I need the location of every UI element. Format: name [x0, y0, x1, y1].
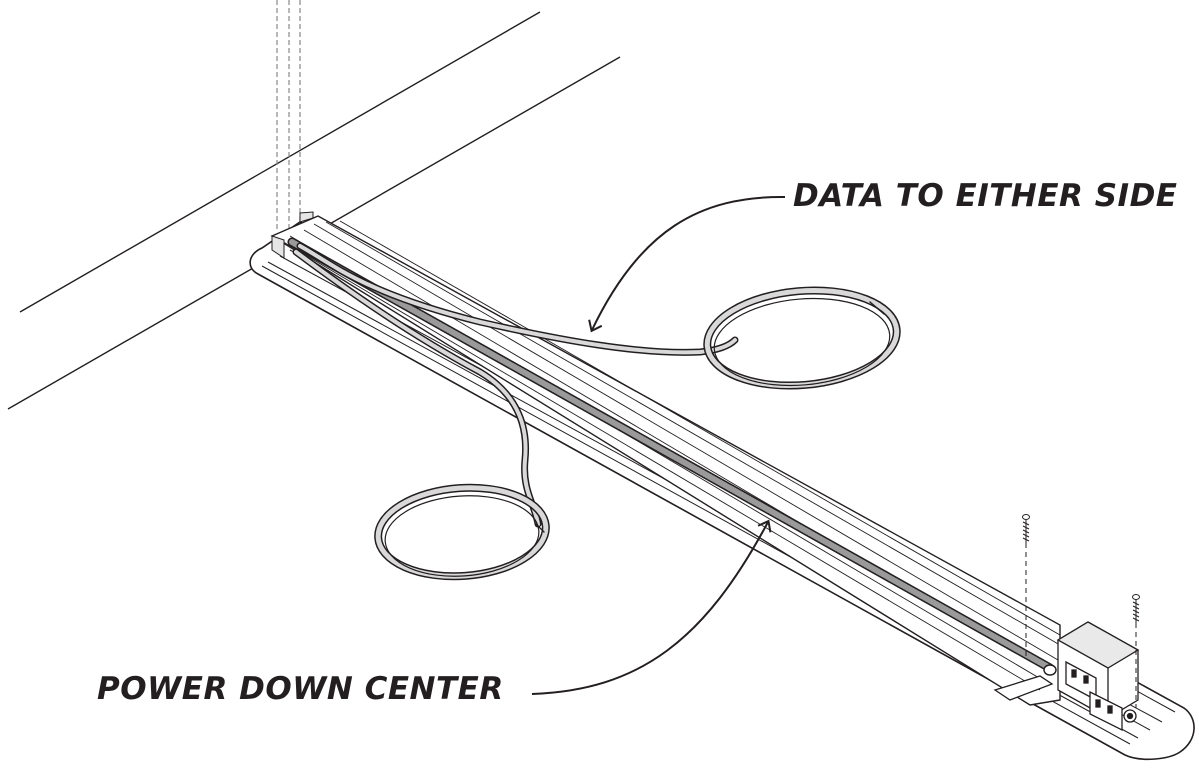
data-callout-arrow — [588, 195, 786, 333]
outlet-receptacle-icon — [1065, 660, 1097, 702]
mounting-screw-icon — [1022, 514, 1030, 660]
mounting-screw-icon — [1132, 594, 1140, 708]
callout-arrows — [531, 195, 786, 695]
power-conduit — [287, 237, 1057, 676]
vertical-guide-lines — [276, 0, 301, 232]
power-outlet-box — [993, 621, 1140, 732]
power-callout-arrow — [531, 519, 772, 695]
raceway-channel — [270, 211, 1061, 706]
power-callout-label: POWER DOWN CENTER — [97, 671, 504, 707]
data-callout-label: DATA TO EITHER SIDE — [793, 178, 1178, 214]
data-cable-right — [296, 242, 901, 390]
data-cable-left — [292, 248, 550, 581]
outlet-receptacle-icon — [1089, 690, 1123, 732]
